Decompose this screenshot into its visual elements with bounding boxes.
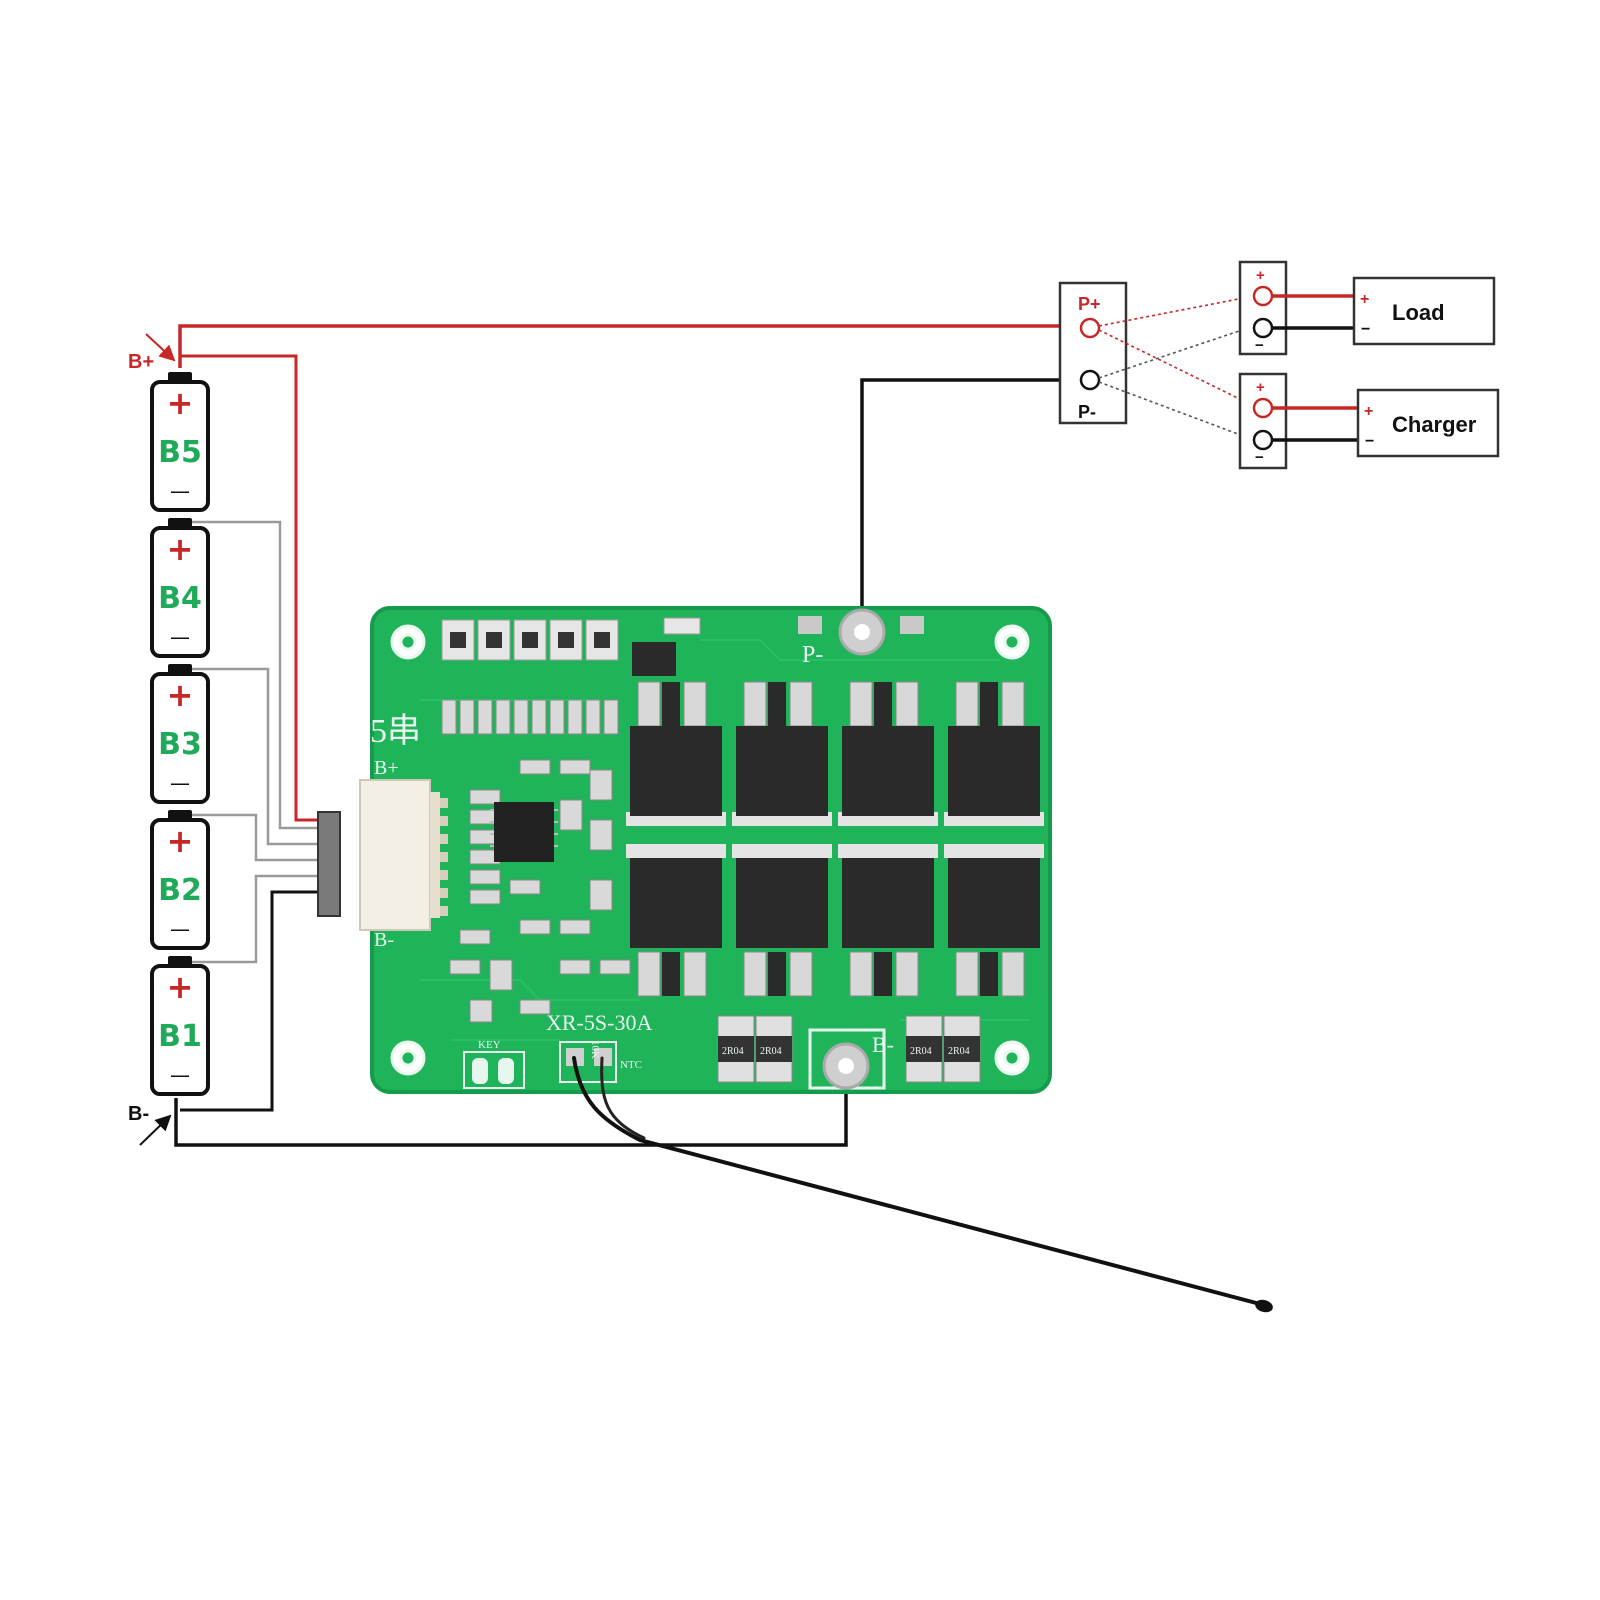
top-resistors bbox=[441, 617, 701, 676]
charger-term-minus: − bbox=[1365, 433, 1374, 450]
battery-stack: + B5 — + B4 — + B3 — + B2 — + B1 — bbox=[150, 372, 210, 1096]
charger-box: + − Charger bbox=[1356, 388, 1500, 458]
battery-plus-sign: + bbox=[167, 676, 194, 714]
b-plus-to-p-plus-wire bbox=[178, 324, 1088, 368]
b-minus-arrow bbox=[139, 1114, 172, 1146]
resistor-code-3: 2R04 bbox=[910, 1046, 932, 1057]
load-term-plus: + bbox=[1360, 291, 1369, 308]
p-minus-label: P- bbox=[1078, 402, 1096, 422]
silk-b-minus-left: B- bbox=[374, 929, 394, 951]
battery-b2: + B2 — bbox=[150, 810, 210, 950]
charger-connector-plus: + bbox=[1256, 379, 1265, 396]
resistor-code-4: 2R04 bbox=[948, 1046, 970, 1057]
key-pads bbox=[463, 1051, 525, 1089]
small-components bbox=[441, 699, 631, 1023]
battery-b4: + B4 — bbox=[150, 518, 210, 658]
battery-b3: + B3 — bbox=[150, 664, 210, 804]
ntc-thermistor bbox=[572, 1056, 1273, 1313]
load-connector: + − bbox=[1238, 260, 1354, 356]
silk-series: 5串 bbox=[370, 713, 421, 750]
battery-label: B4 bbox=[158, 581, 202, 616]
load-minus-terminal bbox=[1252, 317, 1274, 339]
mounting-holes bbox=[390, 624, 1030, 1076]
mosfet bbox=[732, 681, 832, 826]
load-plus-terminal bbox=[1252, 285, 1274, 307]
load-label: Load bbox=[1392, 300, 1445, 325]
load-box: + − Load bbox=[1352, 276, 1496, 346]
output-terminal-block: P+ P- bbox=[1058, 281, 1128, 425]
mosfet bbox=[838, 681, 938, 826]
p-plus-label: P+ bbox=[1078, 294, 1101, 314]
battery-plus-sign: + bbox=[167, 822, 194, 860]
b-plus-label: B+ bbox=[128, 351, 154, 373]
battery-plus-sign: + bbox=[167, 384, 194, 422]
balance-header bbox=[359, 779, 448, 931]
silk-b-minus: B- bbox=[872, 1032, 894, 1057]
charger-connector: + − bbox=[1238, 372, 1358, 470]
thermistor-bulb bbox=[1255, 1299, 1273, 1313]
mosfet bbox=[944, 844, 1044, 997]
silk-model: XR-5S-30A bbox=[546, 1010, 652, 1035]
battery-label: B3 bbox=[158, 727, 202, 762]
silk-b-plus: B+ bbox=[374, 757, 399, 779]
battery-label: B5 bbox=[158, 435, 202, 470]
charger-label: Charger bbox=[1392, 412, 1477, 437]
battery-b5: + B5 — bbox=[150, 372, 210, 512]
b-minus-balance-wire bbox=[180, 890, 318, 1112]
charger-minus-terminal bbox=[1252, 429, 1274, 451]
mosfet bbox=[626, 681, 726, 826]
battery-plus-sign: + bbox=[167, 530, 194, 568]
balance-connector-plug bbox=[317, 811, 341, 917]
battery-label: B1 bbox=[158, 1019, 202, 1054]
charger-term-plus: + bbox=[1364, 403, 1373, 420]
battery-minus-sign: — bbox=[170, 1063, 190, 1087]
b-minus-pad bbox=[808, 1028, 886, 1090]
mosfet bbox=[732, 844, 832, 997]
b-minus-to-pcb-wire bbox=[174, 1068, 848, 1147]
dotted-links bbox=[1098, 295, 1255, 441]
battery-plus-sign: + bbox=[167, 968, 194, 1006]
silk-ntc-value: 10K bbox=[589, 1040, 601, 1059]
p-plus-terminal bbox=[1079, 317, 1101, 339]
battery-minus-sign: — bbox=[170, 479, 190, 503]
mosfet bbox=[838, 844, 938, 997]
charger-plus-terminal bbox=[1252, 397, 1274, 419]
battery-b1: + B1 — bbox=[150, 956, 210, 1096]
p-minus-terminal bbox=[1079, 369, 1101, 391]
battery-minus-sign: — bbox=[170, 771, 190, 795]
resistor-code-1: 2R04 bbox=[722, 1046, 744, 1057]
mosfet bbox=[944, 681, 1044, 826]
battery-minus-sign: — bbox=[170, 625, 190, 649]
silk-p-minus: P- bbox=[802, 642, 823, 668]
load-connector-minus: − bbox=[1255, 337, 1264, 354]
b-plus-arrow bbox=[145, 333, 176, 362]
bms-pcb: 2R04 2R04 2R04 2R04 5串 B+ B- P- B- XR-5S… bbox=[359, 606, 1052, 1094]
balance-wires bbox=[180, 520, 318, 964]
p-minus-to-pcb-wire bbox=[860, 378, 1088, 635]
battery-minus-sign: — bbox=[170, 917, 190, 941]
charger-connector-minus: − bbox=[1255, 449, 1264, 466]
battery-label: B2 bbox=[158, 873, 202, 908]
current-sense-resistors: 2R04 2R04 2R04 2R04 bbox=[717, 1015, 981, 1083]
bms-controller-ic bbox=[494, 802, 554, 862]
silk-ntc: NTC bbox=[620, 1059, 642, 1071]
load-connector-plus: + bbox=[1256, 267, 1265, 284]
mosfet bbox=[626, 844, 726, 997]
b-minus-label: B- bbox=[128, 1103, 149, 1125]
resistor-code-2: 2R04 bbox=[760, 1046, 782, 1057]
load-term-minus: − bbox=[1361, 321, 1370, 338]
silk-key: KEY bbox=[478, 1039, 501, 1051]
b-plus-balance-wire bbox=[180, 354, 318, 822]
p-minus-pad bbox=[798, 608, 924, 656]
mosfet-array bbox=[626, 681, 1044, 997]
